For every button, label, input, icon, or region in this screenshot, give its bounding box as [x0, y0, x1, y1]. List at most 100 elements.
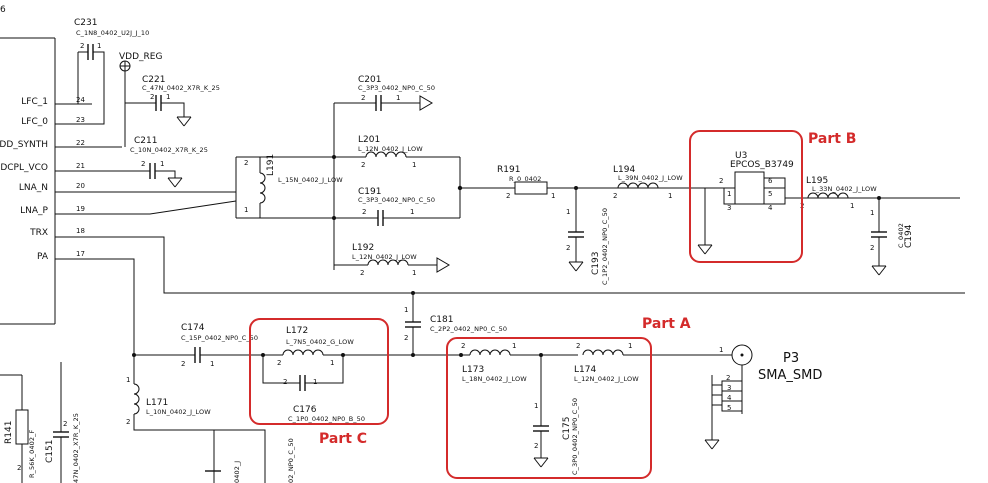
- svg-text:0402_J: 0402_J: [233, 461, 241, 483]
- p3-connector: 1 2 3 4 5 P3 SMA_SMD: [704, 344, 822, 450]
- part-b-box: [689, 130, 803, 263]
- svg-text:1: 1: [727, 190, 731, 198]
- svg-text:3: 3: [727, 384, 731, 392]
- svg-text:L173: L173: [462, 365, 484, 375]
- svg-text:C175: C175: [562, 417, 572, 440]
- svg-text:C193: C193: [591, 252, 601, 275]
- svg-text:2: 2: [726, 374, 730, 382]
- part-a-label: Part A: [642, 316, 691, 332]
- svg-text:2: 2: [244, 159, 248, 167]
- c176: 2 1 C176 C_1P0_0402_NP0_B_50: [262, 353, 365, 423]
- ic-pins: LFC_1 24 LFC_0 23 AVDD_SYNTH 22 DCPL_VCO…: [0, 96, 965, 355]
- svg-text:1: 1: [412, 161, 416, 169]
- svg-text:2: 2: [361, 94, 365, 102]
- svg-text:L201: L201: [358, 135, 380, 145]
- svg-text:1: 1: [313, 378, 317, 386]
- svg-text:2: 2: [362, 208, 366, 216]
- c231: C231 C_1N8_0402_U2J_J_10 2 1: [74, 18, 149, 125]
- c151: C151 47N_0402_X7R_K_25 2: [45, 362, 80, 483]
- svg-text:L171: L171: [146, 398, 168, 408]
- svg-text:L_18N_0402_J_LOW: L_18N_0402_J_LOW: [462, 375, 527, 383]
- svg-text:C_1P0_0402_NP0_B_50: C_1P0_0402_NP0_B_50: [288, 415, 365, 423]
- svg-text:2: 2: [534, 442, 538, 450]
- pin-name-lfc1: LFC_1: [21, 97, 48, 107]
- svg-text:2: 2: [576, 342, 580, 350]
- svg-text:2: 2: [461, 342, 465, 350]
- svg-text:02_NP0_C_50: 02_NP0_C_50: [287, 438, 295, 483]
- svg-text:L_7N5_0402_G_LOW: L_7N5_0402_G_LOW: [286, 338, 354, 346]
- svg-text:C_0402: C_0402: [897, 223, 905, 248]
- svg-text:R_0_0402: R_0_0402: [509, 175, 542, 183]
- svg-text:L_39N_0402_J_LOW: L_39N_0402_J_LOW: [618, 174, 683, 182]
- svg-text:L195: L195: [806, 176, 828, 186]
- svg-text:47N_0402_X7R_K_25: 47N_0402_X7R_K_25: [72, 413, 80, 483]
- p3-value: SMA_SMD: [758, 368, 822, 383]
- c194: 1 2 C_0402 C194: [870, 196, 914, 276]
- svg-text:1: 1: [551, 192, 555, 200]
- svg-text:2: 2: [566, 244, 570, 252]
- svg-text:L_15N_0402_J_LOW: L_15N_0402_J_LOW: [278, 176, 343, 184]
- pin-name-avdd-synth: AVDD_SYNTH: [0, 140, 48, 150]
- l192: L192 L_12N_0402_J_LOW 2 1: [334, 243, 450, 277]
- svg-text:C181: C181: [430, 315, 453, 325]
- svg-text:C231: C231: [74, 18, 97, 28]
- svg-text:2: 2: [361, 161, 365, 169]
- page-marker: 6: [0, 5, 6, 15]
- pin-num-21: 21: [76, 162, 85, 170]
- l173: L173 L_18N_0402_J_LOW 2 1: [413, 342, 578, 383]
- svg-text:1: 1: [160, 160, 164, 168]
- svg-text:2: 2: [283, 378, 287, 386]
- svg-text:1: 1: [244, 206, 248, 214]
- svg-text:2: 2: [17, 464, 21, 472]
- svg-text:C_2P2_0402_NP0_C_50: C_2P2_0402_NP0_C_50: [430, 325, 507, 333]
- svg-text:R141: R141: [4, 421, 14, 444]
- svg-text:1: 1: [210, 360, 214, 368]
- pin-name-trx: TRX: [29, 228, 48, 238]
- c211: C211 C_10N_0402_X7R_K_25 2 1: [130, 136, 208, 188]
- pin-name-lna-n: LNA_N: [19, 183, 48, 193]
- ic-block: [0, 37, 56, 325]
- r191: R191 R_0_0402 2 1: [460, 165, 695, 200]
- svg-text:1: 1: [534, 402, 538, 410]
- svg-text:C_3P3_0402_NP0_C_50: C_3P3_0402_NP0_C_50: [358, 84, 435, 92]
- svg-text:2: 2: [150, 93, 154, 101]
- svg-text:2: 2: [277, 359, 281, 367]
- pin-num-17: 17: [76, 250, 85, 258]
- l172: L172 L_7N5_0402_G_LOW 2 1: [261, 326, 413, 367]
- svg-text:1: 1: [628, 342, 632, 350]
- vdd-reg-label: VDD_REG: [119, 52, 162, 62]
- svg-text:1: 1: [404, 306, 408, 314]
- svg-text:2: 2: [506, 192, 510, 200]
- svg-text:3: 3: [727, 204, 731, 212]
- pin-num-20: 20: [76, 182, 85, 190]
- svg-text:L_12N_0402_J_LOW: L_12N_0402_J_LOW: [358, 145, 423, 153]
- svg-text:L_10N_0402_J_LOW: L_10N_0402_J_LOW: [146, 408, 211, 416]
- svg-text:C_3P3_0402_NP0_C_50: C_3P3_0402_NP0_C_50: [358, 196, 435, 204]
- pin-num-18: 18: [76, 227, 85, 235]
- svg-text:L174: L174: [574, 365, 596, 375]
- p3-ref: P3: [783, 351, 799, 366]
- svg-text:C_1P2_0402_NP0_C_50: C_1P2_0402_NP0_C_50: [601, 208, 609, 285]
- svg-text:1: 1: [166, 93, 170, 101]
- l194: L194 L_39N_0402_J_LOW 2 1: [613, 165, 683, 200]
- svg-text:1: 1: [97, 42, 101, 50]
- svg-text:1: 1: [512, 342, 516, 350]
- svg-text:R_56K_0402_F: R_56K_0402_F: [28, 430, 36, 478]
- vdd-reg-symbol: VDD_REG: [119, 52, 162, 147]
- svg-text:L_12N_0402_J_LOW: L_12N_0402_J_LOW: [574, 375, 639, 383]
- c191: C191 C_3P3_0402_NP0_C_50 2 1: [334, 187, 460, 226]
- svg-text:L_33N_0402_J_LOW: L_33N_0402_J_LOW: [812, 185, 877, 193]
- pin-num-22: 22: [76, 139, 85, 147]
- svg-text:4: 4: [768, 204, 773, 212]
- svg-text:C176: C176: [293, 405, 317, 415]
- r141: R141 R_56K_0402_F 2: [0, 374, 36, 483]
- l171: L171 L_10N_0402_J_LOW 1 2 0402_J 02_NP0_…: [126, 355, 295, 483]
- svg-text:2: 2: [360, 269, 364, 277]
- svg-text:C_1N8_0402_U2J_J_10: C_1N8_0402_U2J_J_10: [76, 29, 149, 37]
- part-b-label: Part B: [808, 131, 856, 147]
- pin-name-lna-p: LNA_P: [20, 206, 48, 216]
- svg-text:2: 2: [404, 334, 408, 342]
- svg-text:C_47N_0402_X7R_K_25: C_47N_0402_X7R_K_25: [142, 84, 220, 92]
- svg-text:1: 1: [870, 209, 874, 217]
- pin-name-pa: PA: [37, 252, 49, 262]
